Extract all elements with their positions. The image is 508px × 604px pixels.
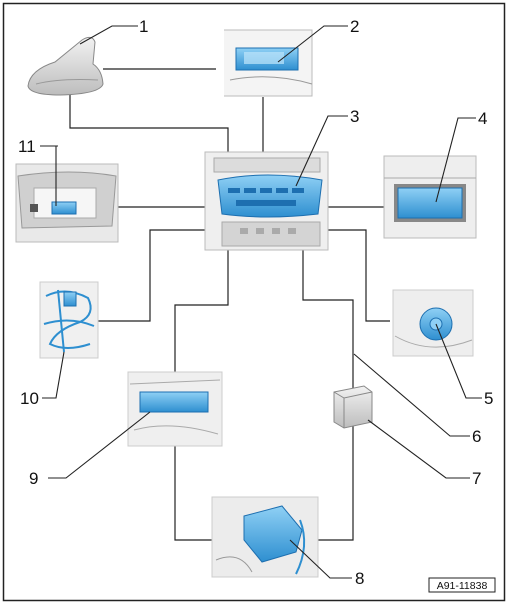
callout-6: 6 xyxy=(472,427,481,446)
luggage-compartment-unit-icon xyxy=(211,496,319,578)
leader-lines xyxy=(40,25,482,579)
line-radio-to-module xyxy=(302,250,354,390)
line-module-to-trunk-unit xyxy=(318,426,354,541)
callout-11: 11 xyxy=(18,137,36,156)
line-radio-to-shelf-unit xyxy=(174,250,229,372)
callout-2: 2 xyxy=(350,17,359,36)
line-antenna-to-radio xyxy=(69,95,229,152)
line-radio-to-speaker xyxy=(328,229,390,322)
callout-3: 3 xyxy=(350,107,359,126)
door-loudspeaker-icon xyxy=(392,289,474,357)
line-harness-to-radio xyxy=(97,229,205,322)
reference-code-box: A91-11838 xyxy=(428,577,496,593)
callout-5: 5 xyxy=(484,389,493,408)
rear-shelf-unit-icon xyxy=(127,371,223,447)
callout-9: 9 xyxy=(29,469,38,488)
wiring-harness-icon xyxy=(39,281,99,359)
line-shelf-unit-to-trunk-unit xyxy=(174,446,212,541)
connection-lines xyxy=(69,68,390,541)
callout-8: 8 xyxy=(355,569,364,588)
armrest-interface-icon xyxy=(15,163,119,243)
dashboard-display-icon xyxy=(383,155,477,239)
callout-labels: 1 2 3 4 5 6 7 8 9 10 11 xyxy=(18,17,493,588)
reference-code: A91-11838 xyxy=(437,580,488,592)
callout-10: 10 xyxy=(20,389,39,408)
control-module-icon xyxy=(333,385,373,429)
center-console-radio-icon xyxy=(204,151,329,251)
callout-1: 1 xyxy=(139,17,148,36)
callout-4: 4 xyxy=(478,109,487,128)
callout-7: 7 xyxy=(472,469,481,488)
display-unit-icon xyxy=(224,29,313,97)
roof-antenna-icon xyxy=(27,36,104,96)
